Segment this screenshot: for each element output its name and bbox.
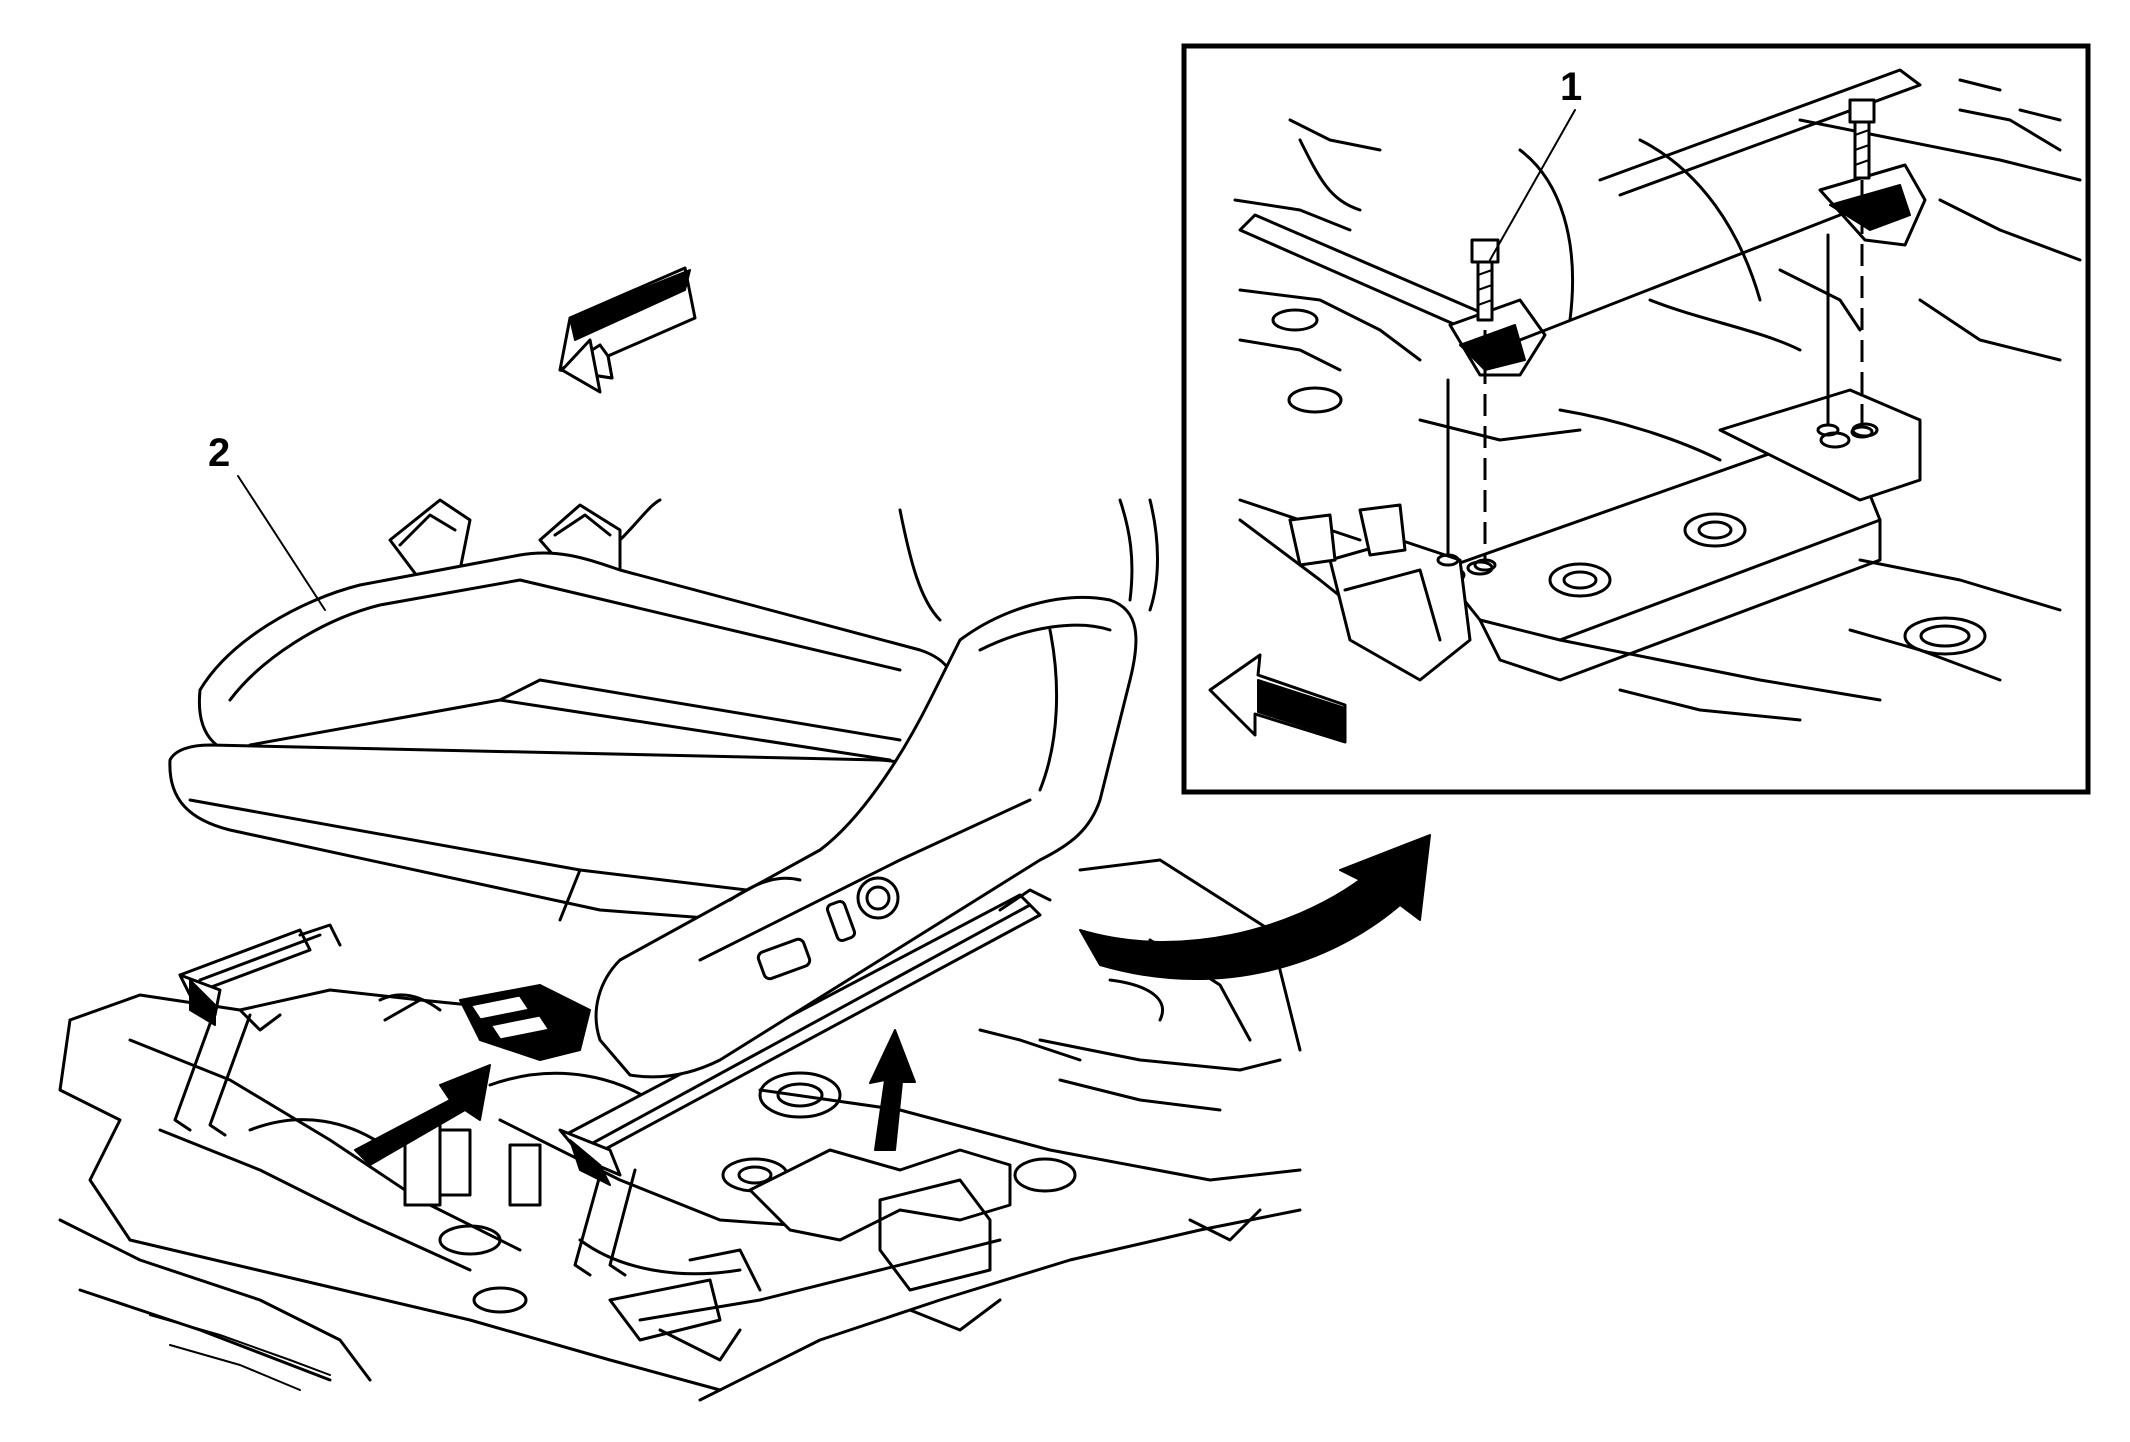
seat-lift-arrow-right <box>869 1029 916 1151</box>
detail-inset: 1 <box>1181 43 2091 795</box>
callout-1-leader <box>1489 109 1576 261</box>
callout-1: 1 <box>1489 65 1582 261</box>
seat-assembly <box>168 498 1159 1079</box>
detail-view-arrow <box>1079 834 1431 980</box>
detail-inset-border <box>1181 43 2091 795</box>
seat-lift-arrow-left <box>354 1064 491 1166</box>
callout-1-label: 1 <box>1560 65 1582 109</box>
floor-crossmember <box>608 1148 1012 1362</box>
callout-2-label: 2 <box>208 431 230 475</box>
right-seat-track <box>558 888 1052 1277</box>
left-seat-track <box>173 923 342 1137</box>
inset-forward-direction-arrow <box>1208 653 1347 744</box>
callout-2-leader <box>237 475 326 611</box>
bolt-left <box>1470 238 1500 322</box>
bolt-right <box>1848 98 1876 180</box>
forward-direction-arrow <box>558 266 697 394</box>
floor-pan <box>58 858 1302 1402</box>
callout-2: 2 <box>208 431 326 611</box>
